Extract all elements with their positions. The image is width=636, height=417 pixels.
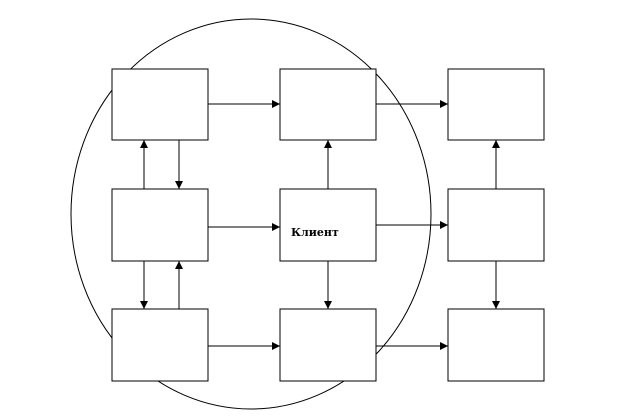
box-bottom-right [447, 308, 545, 382]
client-label: Клиент [291, 226, 339, 239]
box-middle-left [111, 188, 209, 262]
box-middle-right [447, 188, 545, 262]
box-client [279, 188, 377, 262]
box-top-center [279, 68, 377, 141]
box-bottom-center [279, 308, 377, 382]
box-bottom-left [111, 308, 209, 382]
boundary-circle [70, 18, 432, 410]
box-top-right [447, 68, 545, 141]
box-top-left [111, 68, 209, 141]
